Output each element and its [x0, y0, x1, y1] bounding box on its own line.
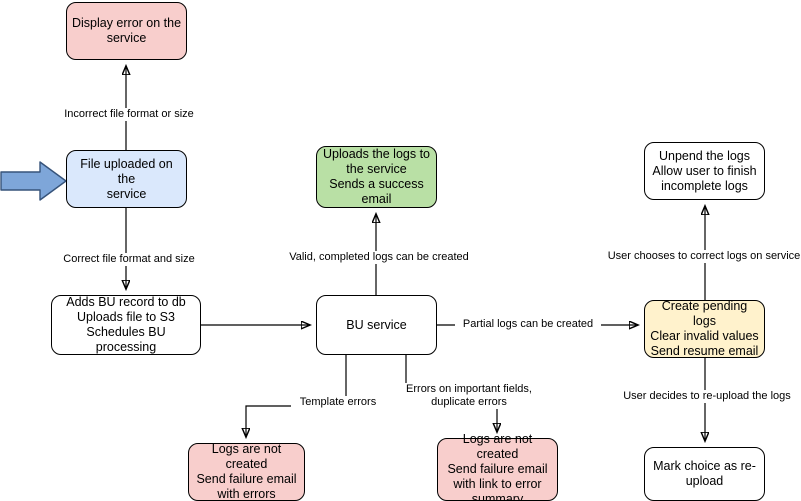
- edge-label-correct-file-format: Correct file format and size: [56, 253, 202, 266]
- bu-service-node[interactable]: BU service: [316, 295, 437, 355]
- entry-block-arrow-icon: [0, 161, 67, 201]
- edge-label-errors-important-fields: Errors on important fields, duplicate er…: [393, 383, 545, 409]
- edge-label-valid-completed-logs: Valid, completed logs can be created: [283, 251, 475, 264]
- create-pending-logs-node[interactable]: Create pending logs Clear invalid values…: [644, 299, 765, 358]
- display-error-node[interactable]: Display error on the service: [66, 2, 187, 60]
- adds-bu-record-node[interactable]: Adds BU record to db Uploads file to S3 …: [51, 295, 201, 355]
- edge-label-partial-logs: Partial logs can be created: [455, 318, 601, 331]
- edge-label-template-errors: Template errors: [291, 396, 385, 409]
- file-uploaded-node[interactable]: File uploaded on the service: [66, 150, 187, 208]
- logs-not-created-with-errors-node[interactable]: Logs are not created Send failure email …: [188, 442, 305, 501]
- unpend-logs-node[interactable]: Unpend the logs Allow user to finish inc…: [644, 142, 765, 200]
- edge-label-user-decides-reupload: User decides to re-upload the logs: [613, 390, 801, 403]
- edge-label-user-chooses-correct-logs: User chooses to correct logs on service: [603, 250, 801, 263]
- logs-not-created-error-summary-node[interactable]: Logs are not created Send failure email …: [437, 432, 558, 501]
- uploads-logs-node[interactable]: Uploads the logs to the service Sends a …: [316, 146, 437, 208]
- mark-choice-reupload-node[interactable]: Mark choice as re- upload: [644, 447, 765, 501]
- edge-label-incorrect-file-format: Incorrect file format or size: [56, 108, 202, 121]
